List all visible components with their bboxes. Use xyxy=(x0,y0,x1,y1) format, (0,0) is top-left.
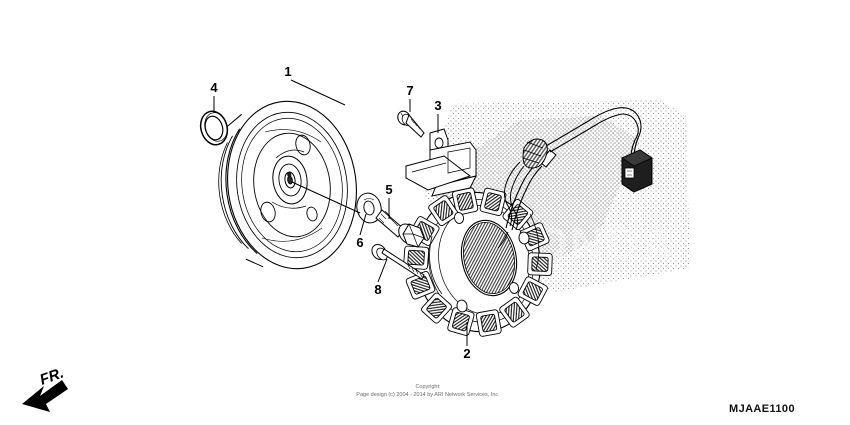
callout-5: 5 xyxy=(385,182,392,197)
callout-3: 3 xyxy=(434,98,441,113)
part-flange-bolt-clamp[interactable] xyxy=(395,109,425,138)
part-stator-assembly[interactable] xyxy=(389,174,566,350)
callout-8: 8 xyxy=(374,282,381,297)
part-wire-harness[interactable] xyxy=(497,107,653,249)
callout-1: 1 xyxy=(284,64,291,79)
fr-arrow-icon xyxy=(22,380,68,412)
leader-hub-to-washer xyxy=(291,181,361,214)
part-flange-bolt[interactable] xyxy=(375,209,425,248)
part-number-label: MJAAE1100 xyxy=(729,403,795,415)
harness-connector[interactable] xyxy=(621,149,653,193)
harness-grommet xyxy=(522,138,548,169)
footer-line-2: Page design (c) 2004 - 2014 by ARI Netwo… xyxy=(356,392,500,398)
orientation-marker: FR. xyxy=(22,365,68,412)
stator-coils xyxy=(403,187,553,337)
footer-line-1: Copyright: xyxy=(415,384,441,390)
part-flywheel-rotor[interactable] xyxy=(213,93,368,277)
leader-1 xyxy=(290,79,346,106)
callout-numbers: 1 4 7 3 5 6 8 2 xyxy=(210,64,470,361)
callout-2: 2 xyxy=(463,346,470,361)
part-hex-bolt[interactable] xyxy=(369,242,425,280)
callout-6: 6 xyxy=(356,235,363,250)
callout-leaders xyxy=(213,79,468,346)
leader-6 xyxy=(359,213,367,236)
callout-7: 7 xyxy=(406,83,413,98)
part-o-ring-seal[interactable] xyxy=(197,108,231,148)
footer-copyright: Copyright: Page design (c) 2004 - 2014 b… xyxy=(356,384,500,398)
part-washer[interactable] xyxy=(354,191,385,226)
callout-4: 4 xyxy=(210,80,218,95)
part-wire-clamp-bracket[interactable] xyxy=(405,128,477,197)
leader-8 xyxy=(377,258,388,283)
